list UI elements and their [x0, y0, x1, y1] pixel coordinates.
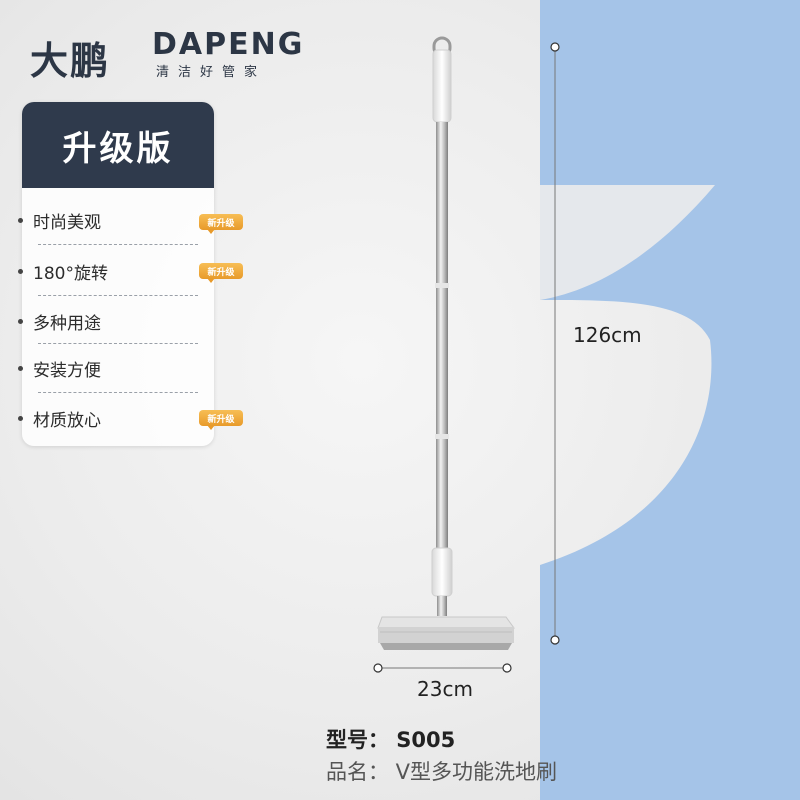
panel-title: 升级版: [22, 102, 214, 188]
feature-label: 时尚美观: [33, 212, 101, 233]
bullet-icon: [18, 268, 23, 274]
divider: [38, 392, 198, 393]
bullet-icon: [18, 217, 23, 223]
feature-item: 时尚美观: [14, 205, 176, 235]
width-dimension-label: 23cm: [417, 677, 473, 701]
divider: [38, 295, 198, 296]
feature-label: 多种用途: [33, 313, 101, 334]
feature-item: 安装方便: [14, 353, 176, 383]
divider: [38, 244, 198, 245]
brand-slogan: 清洁好管家: [156, 65, 267, 80]
bullet-icon: [18, 318, 23, 324]
feature-item: 180°旋转: [14, 256, 176, 286]
divider: [38, 343, 198, 344]
product-name: 品名： V型多功能洗地刷: [326, 760, 558, 784]
bullet-icon: [18, 415, 23, 421]
brand-logo-cn: 大鹏: [30, 39, 111, 83]
product-model: 型号： S005: [326, 728, 456, 752]
feature-label: 材质放心: [33, 410, 101, 431]
new-upgrade-badge: 新升级: [199, 410, 243, 430]
feature-item: 多种用途: [14, 306, 176, 336]
new-upgrade-badge: 新升级: [199, 214, 243, 234]
feature-panel: 升级版: [22, 102, 214, 446]
height-dimension-label: 126cm: [573, 323, 642, 347]
new-upgrade-badge: 新升级: [199, 263, 243, 283]
feature-label: 安装方便: [33, 360, 101, 381]
brand-logo-en: DAPENG: [152, 27, 305, 62]
bullet-icon: [18, 365, 23, 371]
feature-item: 材质放心: [14, 403, 176, 433]
feature-label: 180°旋转: [33, 263, 108, 284]
